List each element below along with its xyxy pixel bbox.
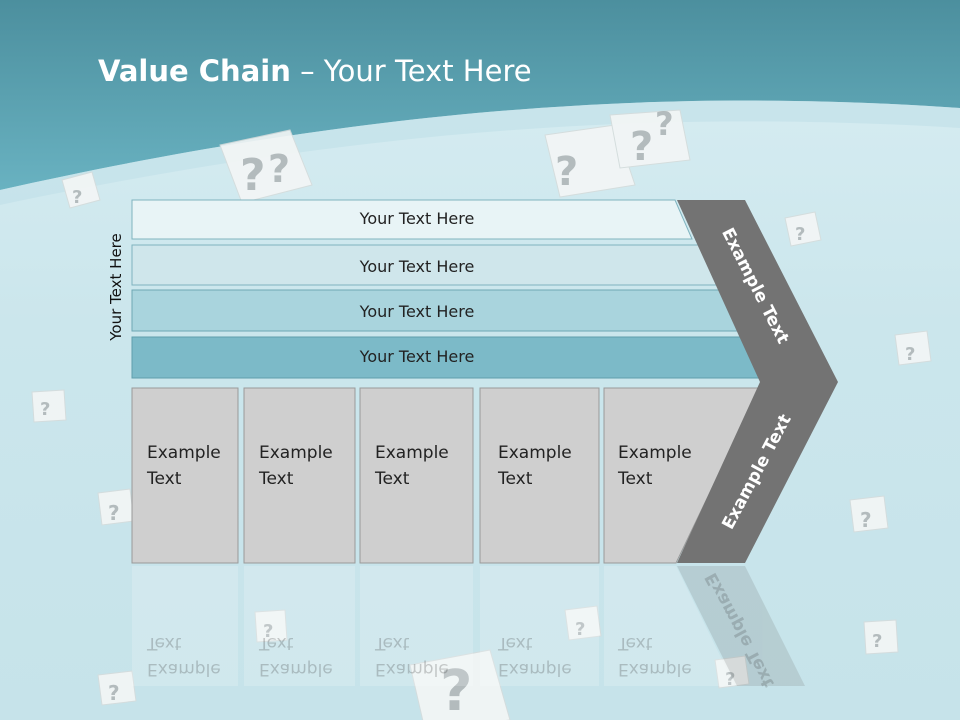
bar-3-label: Your Text Here xyxy=(359,302,475,321)
column-4-text: Example Text xyxy=(498,440,572,492)
column-4-line1: Example xyxy=(498,443,572,463)
column-5-reflection xyxy=(604,566,735,686)
question-mark-icon: ? xyxy=(108,681,120,705)
column-3-line2-reflection: Text xyxy=(375,633,410,653)
bar-2-label: Your Text Here xyxy=(359,257,475,276)
paper-scrap-icon xyxy=(219,129,313,204)
question-mark-icon: ? xyxy=(108,501,120,525)
column-4-line1-reflection: Example xyxy=(498,659,572,679)
question-mark-icon: ? xyxy=(655,105,674,143)
column-5-line2-reflection: Text xyxy=(618,633,653,653)
column-2-line2: Text xyxy=(259,469,294,489)
column-1-line1: Example xyxy=(147,443,221,463)
column-3-text-reflection: Example Text xyxy=(375,630,449,682)
bar-4-label: Your Text Here xyxy=(359,347,475,366)
question-mark-icon: ? xyxy=(240,150,266,201)
paper-scrap-icon xyxy=(544,124,636,198)
column-4-reflection xyxy=(480,566,599,686)
column-3-reflection xyxy=(360,566,473,686)
column-3-line2: Text xyxy=(375,469,410,489)
question-mark-icon: ? xyxy=(72,187,82,208)
column-1-shape xyxy=(131,387,239,564)
question-mark-icon: ? xyxy=(575,619,585,640)
paper-scrap-icon xyxy=(564,605,602,641)
paper-scrap-icon xyxy=(409,649,511,720)
paper-scrap-icon xyxy=(254,609,288,643)
column-4-line2-reflection: Text xyxy=(498,633,533,653)
column-2-line1: Example xyxy=(259,443,333,463)
question-mark-icon: ? xyxy=(630,124,653,170)
paper-scrap-icon xyxy=(784,211,822,247)
column-2-line1-reflection: Example xyxy=(259,659,333,679)
question-mark-icon: ? xyxy=(860,508,872,532)
paper-scrap-icon xyxy=(894,330,932,366)
column-1-text-reflection: Example Text xyxy=(147,630,221,682)
bar-1-shape xyxy=(131,199,693,240)
column-3-line1: Example xyxy=(375,443,449,463)
question-mark-icon: ? xyxy=(905,344,915,365)
title-rest: – Your Text Here xyxy=(290,54,532,88)
bar-1-label: Your Text Here xyxy=(359,209,475,228)
question-mark-icon: ? xyxy=(872,631,882,652)
column-2-shape xyxy=(243,387,356,564)
column-1-line1-reflection: Example xyxy=(147,659,221,679)
question-mark-icon: ? xyxy=(440,659,472,720)
question-mark-icon: ? xyxy=(555,149,578,195)
chevron-reflection xyxy=(677,566,805,686)
column-2-reflection xyxy=(244,566,355,686)
question-mark-icon: ? xyxy=(725,669,735,690)
question-mark-icon: ? xyxy=(263,621,273,642)
chevron-shape xyxy=(677,200,838,563)
slide-title: Value Chain – Your Text Here xyxy=(98,54,532,88)
header-highlight xyxy=(0,100,960,205)
column-5-text-reflection: Example Text xyxy=(618,630,692,682)
paper-scrap-icon xyxy=(31,389,67,423)
paper-scrap-icon xyxy=(714,655,750,689)
column-2-line2-reflection: Text xyxy=(259,633,294,653)
column-4-text-reflection: Example Text xyxy=(498,630,572,682)
side-label: Your Text Here xyxy=(107,233,125,341)
column-1-text: Example Text xyxy=(147,440,221,492)
title-bold: Value Chain xyxy=(98,54,291,88)
paper-scrap-icon xyxy=(609,109,691,169)
paper-scrap-icon xyxy=(61,171,101,209)
column-5-line1-reflection: Example xyxy=(618,659,692,679)
column-5-text: Example Text xyxy=(618,440,692,492)
column-2-text-reflection: Example Text xyxy=(259,630,333,682)
column-2-text: Example Text xyxy=(259,440,333,492)
column-5-line1: Example xyxy=(618,443,692,463)
column-5-shape xyxy=(603,387,761,564)
column-1-reflection xyxy=(132,566,238,686)
question-mark-icon: ? xyxy=(40,399,50,420)
question-mark-icon: ? xyxy=(268,147,290,191)
column-3-text: Example Text xyxy=(375,440,449,492)
paper-scrap-icon xyxy=(849,495,889,533)
column-5-line2: Text xyxy=(618,469,653,489)
column-3-shape xyxy=(359,387,474,564)
paper-scrap-icon xyxy=(97,670,137,706)
paper-scrap-icon xyxy=(863,619,899,655)
question-mark-icon: ? xyxy=(795,224,805,245)
column-3-line1-reflection: Example xyxy=(375,659,449,679)
column-1-line2: Text xyxy=(147,469,182,489)
column-1-line2-reflection: Text xyxy=(147,633,182,653)
column-4-line2: Text xyxy=(498,469,533,489)
column-4-shape xyxy=(479,387,600,564)
